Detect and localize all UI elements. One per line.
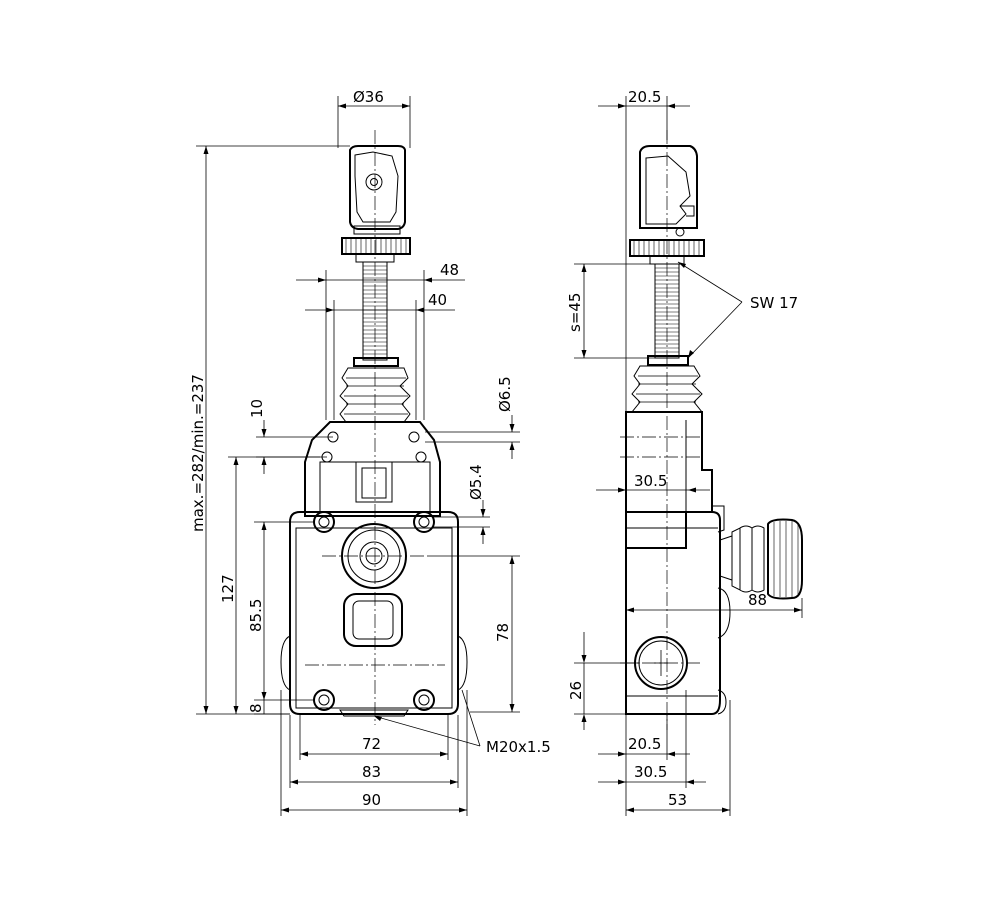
dim-side-top-20-5: 20.5	[598, 88, 690, 412]
dim-78: 78	[428, 555, 520, 713]
front-view: Ø36 48 40 Ø6.5	[189, 88, 551, 816]
front-head-housing	[304, 421, 441, 517]
dim-48: 48	[296, 261, 465, 420]
dim-hole-65: Ø6.5	[425, 376, 520, 459]
dim-wrench: SW 17	[677, 261, 798, 359]
dim-53: 53	[626, 700, 731, 816]
dim-label-72: 72	[362, 735, 381, 753]
side-cable-gland	[719, 518, 803, 600]
dim-label-8: 8	[247, 703, 265, 713]
dim-label-side-bottom-30-5: 30.5	[634, 763, 667, 781]
dim-88: 88	[626, 591, 803, 618]
dim-label-10: 10	[248, 399, 266, 418]
dim-label-127: 127	[219, 574, 237, 603]
dim-label-78: 78	[494, 623, 512, 642]
front-main-body	[280, 511, 468, 717]
side-threaded-rod	[647, 263, 689, 366]
dim-label-side-bottom-20-5: 20.5	[628, 735, 661, 753]
dim-label-hole-54: Ø5.4	[467, 464, 485, 500]
dim-label-total-height: max.=282/min.=237	[189, 374, 207, 532]
dim-label-83: 83	[362, 763, 381, 781]
dim-label-53: 53	[668, 791, 687, 809]
dim-label-85-5: 85.5	[247, 599, 265, 632]
dim-label-88: 88	[748, 591, 767, 609]
dim-127: 127	[219, 456, 320, 714]
dim-knob-diameter: Ø36	[337, 88, 411, 148]
dim-label-wrench: SW 17	[750, 294, 798, 312]
dim-label-90: 90	[362, 791, 381, 809]
dim-72: 72	[299, 715, 449, 760]
dim-side-bottom-30-5: 30.5	[598, 690, 706, 788]
dim-83: 83	[289, 715, 459, 788]
front-threaded-rod	[353, 261, 399, 367]
dim-85-5: 85.5	[247, 521, 314, 700]
dim-26: 26	[567, 632, 640, 730]
dim-side-bottom-20-5: 20.5	[598, 714, 690, 816]
dim-side-depth-30-5: 30.5	[596, 472, 710, 493]
dim-label-side-top: 20.5	[628, 88, 661, 106]
dim-label-hole-65: Ø6.5	[496, 376, 514, 412]
dim-label-knob: Ø36	[353, 88, 384, 106]
dim-90: 90	[280, 690, 468, 816]
front-knob	[341, 145, 411, 263]
dim-stroke: s=45	[566, 263, 656, 359]
side-view: 20.5 s=45 SW 17 30.5	[566, 88, 803, 816]
dim-label-40: 40	[428, 291, 447, 309]
side-knob	[629, 145, 705, 265]
dim-label-26: 26	[567, 681, 585, 700]
dim-label-48: 48	[440, 261, 459, 279]
dim-label-thread: M20x1.5	[486, 738, 551, 756]
dim-label-stroke: s=45	[566, 293, 584, 332]
dim-label-depth-upper: 30.5	[634, 472, 667, 490]
dim-10: 10	[248, 399, 333, 474]
dim-total-height: max.=282/min.=237	[189, 145, 350, 715]
dim-thread: M20x1.5	[373, 689, 551, 756]
dim-hole-54: Ø5.4	[432, 464, 490, 544]
dim-8: 8	[247, 699, 314, 715]
dim-40: 40	[305, 291, 455, 420]
